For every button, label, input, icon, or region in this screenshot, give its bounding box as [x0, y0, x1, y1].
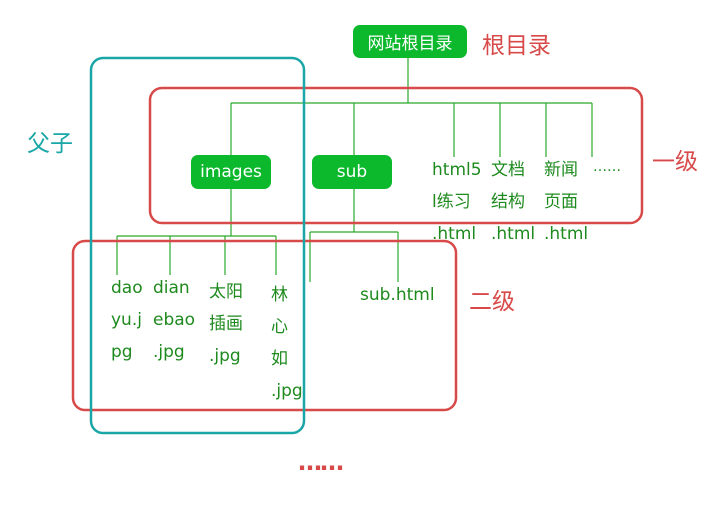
root-label: 根目录	[482, 33, 551, 59]
parent-child-box	[89, 56, 306, 435]
bottom-ellipsis: ……	[298, 448, 344, 476]
file-daoyu: dao yu.j pg	[111, 278, 143, 362]
file-linxinru: 林 心 如 .jpg	[271, 285, 303, 401]
images-node: images	[191, 155, 271, 189]
parent-child-label: 父子	[27, 131, 73, 157]
file-docs: 文档 结构 .html	[491, 160, 536, 244]
file-subhtml: sub.html	[360, 285, 435, 305]
level2-label: 二级	[469, 289, 515, 315]
level1-box	[148, 86, 644, 225]
file-more: ……	[593, 159, 621, 175]
level1-label: 一级	[652, 149, 698, 175]
sub-node: sub	[312, 155, 392, 189]
file-news: 新闻 页面 .html	[544, 160, 589, 244]
file-html5: html5 l练习 .html	[432, 160, 482, 244]
file-dianebao: dian ebao .jpg	[153, 278, 196, 362]
level2-box	[71, 239, 458, 412]
root-node: 网站根目录	[353, 25, 467, 58]
file-taiyang: 太阳 插画 .jpg	[209, 282, 243, 366]
